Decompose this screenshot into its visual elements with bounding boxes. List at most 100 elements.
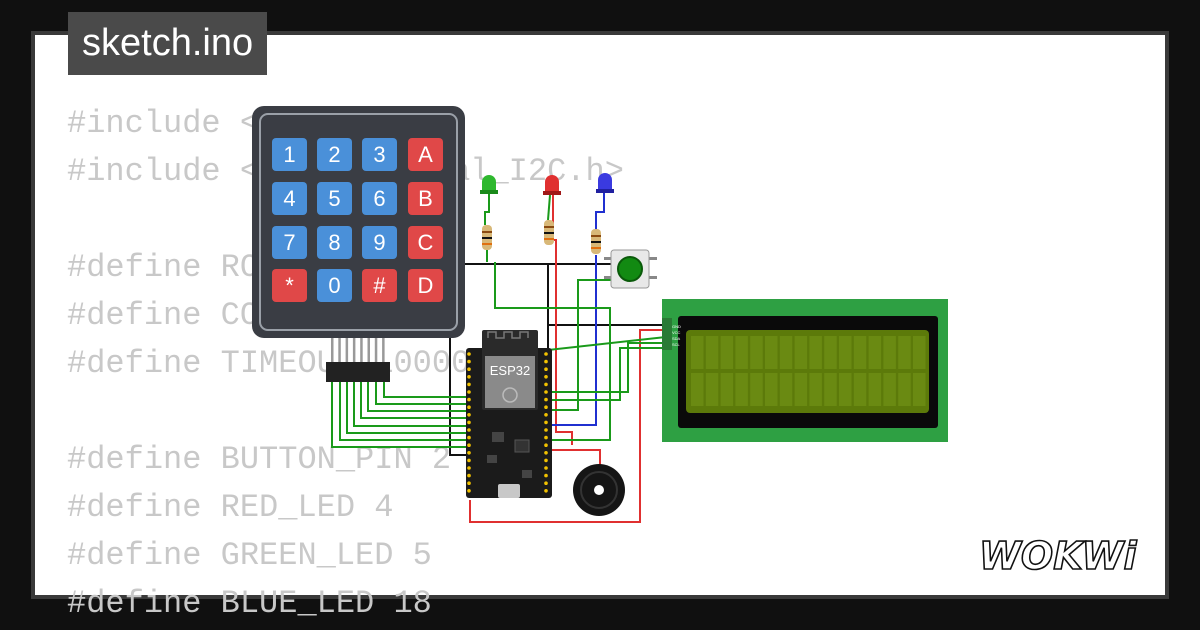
svg-text:VCC: VCC xyxy=(672,330,681,335)
lcd-display[interactable]: GND VCC SDA SCL xyxy=(662,299,948,442)
lcd-char-cell xyxy=(765,373,778,406)
led-blue[interactable] xyxy=(596,173,614,193)
board-pin xyxy=(544,428,548,432)
resistor[interactable] xyxy=(482,225,492,250)
wire-gnd xyxy=(449,263,615,456)
board-pin xyxy=(467,466,471,470)
lcd-char-cell xyxy=(705,373,719,406)
esp32-board[interactable]: ESP32 xyxy=(466,330,552,498)
keypad-key-label: D xyxy=(418,273,434,298)
resistor[interactable] xyxy=(544,220,554,245)
wire-green xyxy=(494,262,611,441)
lcd-char-cell xyxy=(839,373,852,406)
board-pin xyxy=(544,420,548,425)
lcd-char-cell xyxy=(853,336,867,369)
keypad-key[interactable]: * xyxy=(272,269,307,302)
board-pin xyxy=(467,405,471,410)
code-line: #define BLUE_LED 18 xyxy=(67,585,432,622)
board-pin xyxy=(544,473,548,478)
keypad-key[interactable]: C xyxy=(408,226,443,259)
wire-red xyxy=(469,329,666,523)
lcd-char-cell xyxy=(720,373,734,406)
board-pin xyxy=(467,473,471,478)
board-pin xyxy=(467,435,471,440)
keypad-key-label: 2 xyxy=(328,142,340,167)
wire-keypad xyxy=(360,382,468,419)
keypad-key[interactable]: 1 xyxy=(272,138,307,171)
svg-text:SCL: SCL xyxy=(672,342,681,347)
wire-keypad xyxy=(375,382,468,405)
lcd-char-cell xyxy=(691,373,704,406)
board-pin xyxy=(467,367,471,372)
wire-green xyxy=(484,194,490,225)
keypad-key[interactable]: 9 xyxy=(362,226,397,259)
keypad-key[interactable]: B xyxy=(408,182,443,215)
lcd-char-cell xyxy=(720,336,734,369)
keypad-key[interactable]: 6 xyxy=(362,182,397,215)
lcd-char-cell xyxy=(824,336,837,369)
wire-keypad xyxy=(383,382,468,398)
board-pin xyxy=(544,382,548,387)
keypad-key[interactable]: 0 xyxy=(317,269,352,302)
buzzer[interactable] xyxy=(573,464,625,516)
push-button[interactable] xyxy=(604,249,657,289)
board-pin xyxy=(544,375,548,379)
lcd-char-cell xyxy=(839,336,852,369)
keypad-key[interactable]: 2 xyxy=(317,138,352,171)
connector-pin xyxy=(382,338,385,364)
lcd-char-cell xyxy=(735,336,748,369)
board-pin xyxy=(544,413,548,417)
board-pin xyxy=(544,458,548,463)
board-pin xyxy=(467,359,471,364)
wire-keypad xyxy=(331,382,468,448)
wire-keypad xyxy=(339,382,468,441)
keypad-key[interactable]: 4 xyxy=(272,182,307,215)
keypad-key-label: 4 xyxy=(283,186,295,211)
lcd-char-cell xyxy=(779,373,793,406)
keypad-key[interactable]: D xyxy=(408,269,443,302)
keypad-key-label: 8 xyxy=(328,230,340,255)
lcd-pin-header: GND VCC SDA SCL xyxy=(662,318,681,350)
board-pin xyxy=(544,397,548,402)
board-pin xyxy=(467,443,471,448)
lcd-char-cell xyxy=(868,336,882,369)
lcd-char-cell xyxy=(853,373,867,406)
board-pin xyxy=(544,405,548,410)
code-line: #define BUTTON_PIN 2 xyxy=(67,441,452,478)
keypad-key[interactable]: 7 xyxy=(272,226,307,259)
code-line: #define GREEN_LED 5 xyxy=(67,537,432,574)
lcd-char-cell xyxy=(883,373,896,406)
resistor[interactable] xyxy=(591,229,601,254)
keypad-key[interactable]: 8 xyxy=(317,226,352,259)
lcd-char-cell xyxy=(750,373,763,406)
keypad-connector xyxy=(326,338,390,382)
keypad-key[interactable]: 5 xyxy=(317,182,352,215)
keypad-key[interactable]: 3 xyxy=(362,138,397,171)
keypad-key-label: * xyxy=(285,273,294,298)
connector-pin xyxy=(331,338,334,364)
led-green[interactable] xyxy=(480,175,498,194)
lcd-char-cell xyxy=(898,336,911,369)
file-name-tab[interactable]: sketch.ino xyxy=(68,12,268,75)
keypad-key-label: 0 xyxy=(328,273,340,298)
keypad-key[interactable]: # xyxy=(362,269,397,302)
board-pin xyxy=(467,382,471,387)
wire-green xyxy=(547,336,667,385)
code-line: #define CO xyxy=(67,297,260,334)
keypad-key-label: 9 xyxy=(373,230,385,255)
board-pin xyxy=(544,367,548,372)
keypad-key-label: 3 xyxy=(373,142,385,167)
wire-green xyxy=(548,347,666,401)
svg-text:GND: GND xyxy=(672,324,681,329)
wire-red xyxy=(552,195,573,445)
keypad-key[interactable]: A xyxy=(408,138,443,171)
board-pin xyxy=(544,489,548,493)
board-pin xyxy=(467,481,471,486)
lcd-char-cell xyxy=(794,373,808,406)
lcd-char-cell xyxy=(750,336,763,369)
led-red[interactable] xyxy=(543,175,561,195)
board-pin xyxy=(467,489,471,493)
board-pin xyxy=(467,428,471,432)
